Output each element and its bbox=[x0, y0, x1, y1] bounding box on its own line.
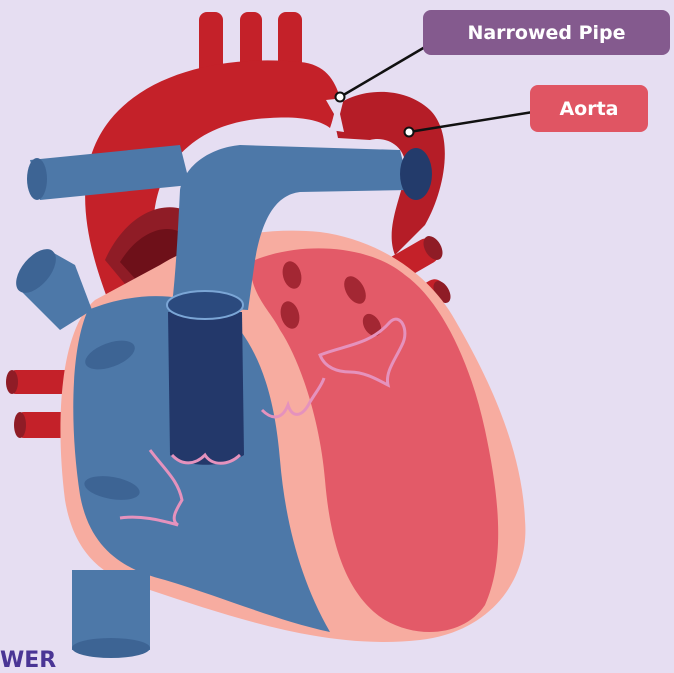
aorta-dot bbox=[405, 128, 414, 137]
narrowed-pipe-pointer bbox=[340, 47, 425, 97]
superior-vena-cava bbox=[168, 312, 244, 465]
narrowed-pipe-label: Narrowed Pipe bbox=[423, 10, 670, 55]
watermark-text: WER bbox=[0, 648, 56, 673]
pulmonary-branch-left bbox=[30, 145, 190, 200]
aorta-label: Aorta bbox=[530, 85, 648, 132]
narrowed-pipe-dot bbox=[336, 93, 345, 102]
pulmonary-branch-right-end bbox=[400, 148, 432, 200]
